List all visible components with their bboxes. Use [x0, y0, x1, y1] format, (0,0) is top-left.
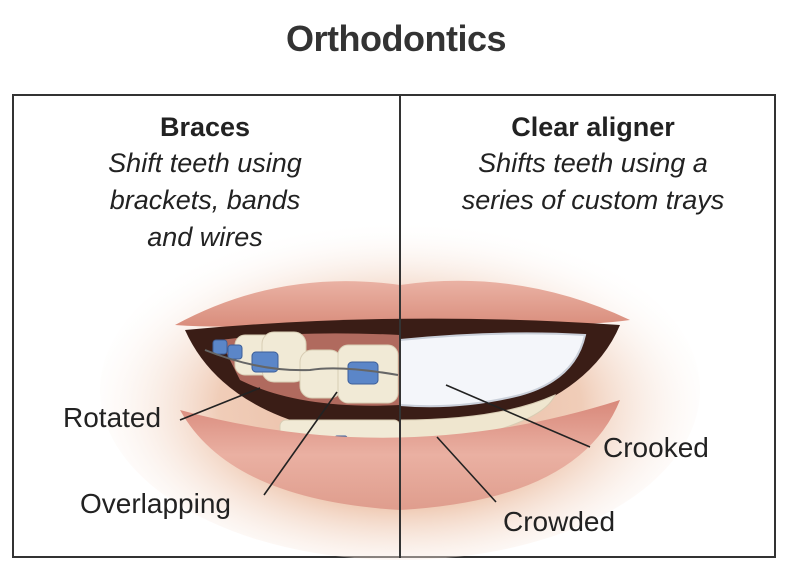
label-crowded: Crowded	[503, 506, 616, 537]
braces-description-line: brackets, bands	[109, 185, 301, 215]
aligner-description: Shifts teeth using a series of custom tr…	[400, 145, 786, 219]
braces-description: Shift teeth using brackets, bands and wi…	[12, 145, 398, 256]
braces-heading: Braces	[159, 112, 251, 142]
diagram-title: Orthodontics	[286, 18, 506, 59]
panel-divider	[399, 94, 401, 558]
label-overlapping: Overlapping	[80, 488, 231, 519]
braces-description-line: and wires	[147, 222, 263, 252]
aligner-heading: Clear aligner	[511, 112, 675, 142]
aligner-panel-header: Clear aligner Shifts teeth using a serie…	[400, 94, 786, 219]
label-crooked: Crooked	[603, 432, 709, 463]
braces-description-line: Shift teeth using	[108, 148, 302, 178]
aligner-description-line: Shifts teeth using a	[478, 148, 708, 178]
aligner-description-line: series of custom trays	[461, 185, 725, 215]
braces-panel-header: Braces Shift teeth using brackets, bands…	[12, 94, 398, 256]
label-rotated: Rotated	[63, 402, 162, 433]
